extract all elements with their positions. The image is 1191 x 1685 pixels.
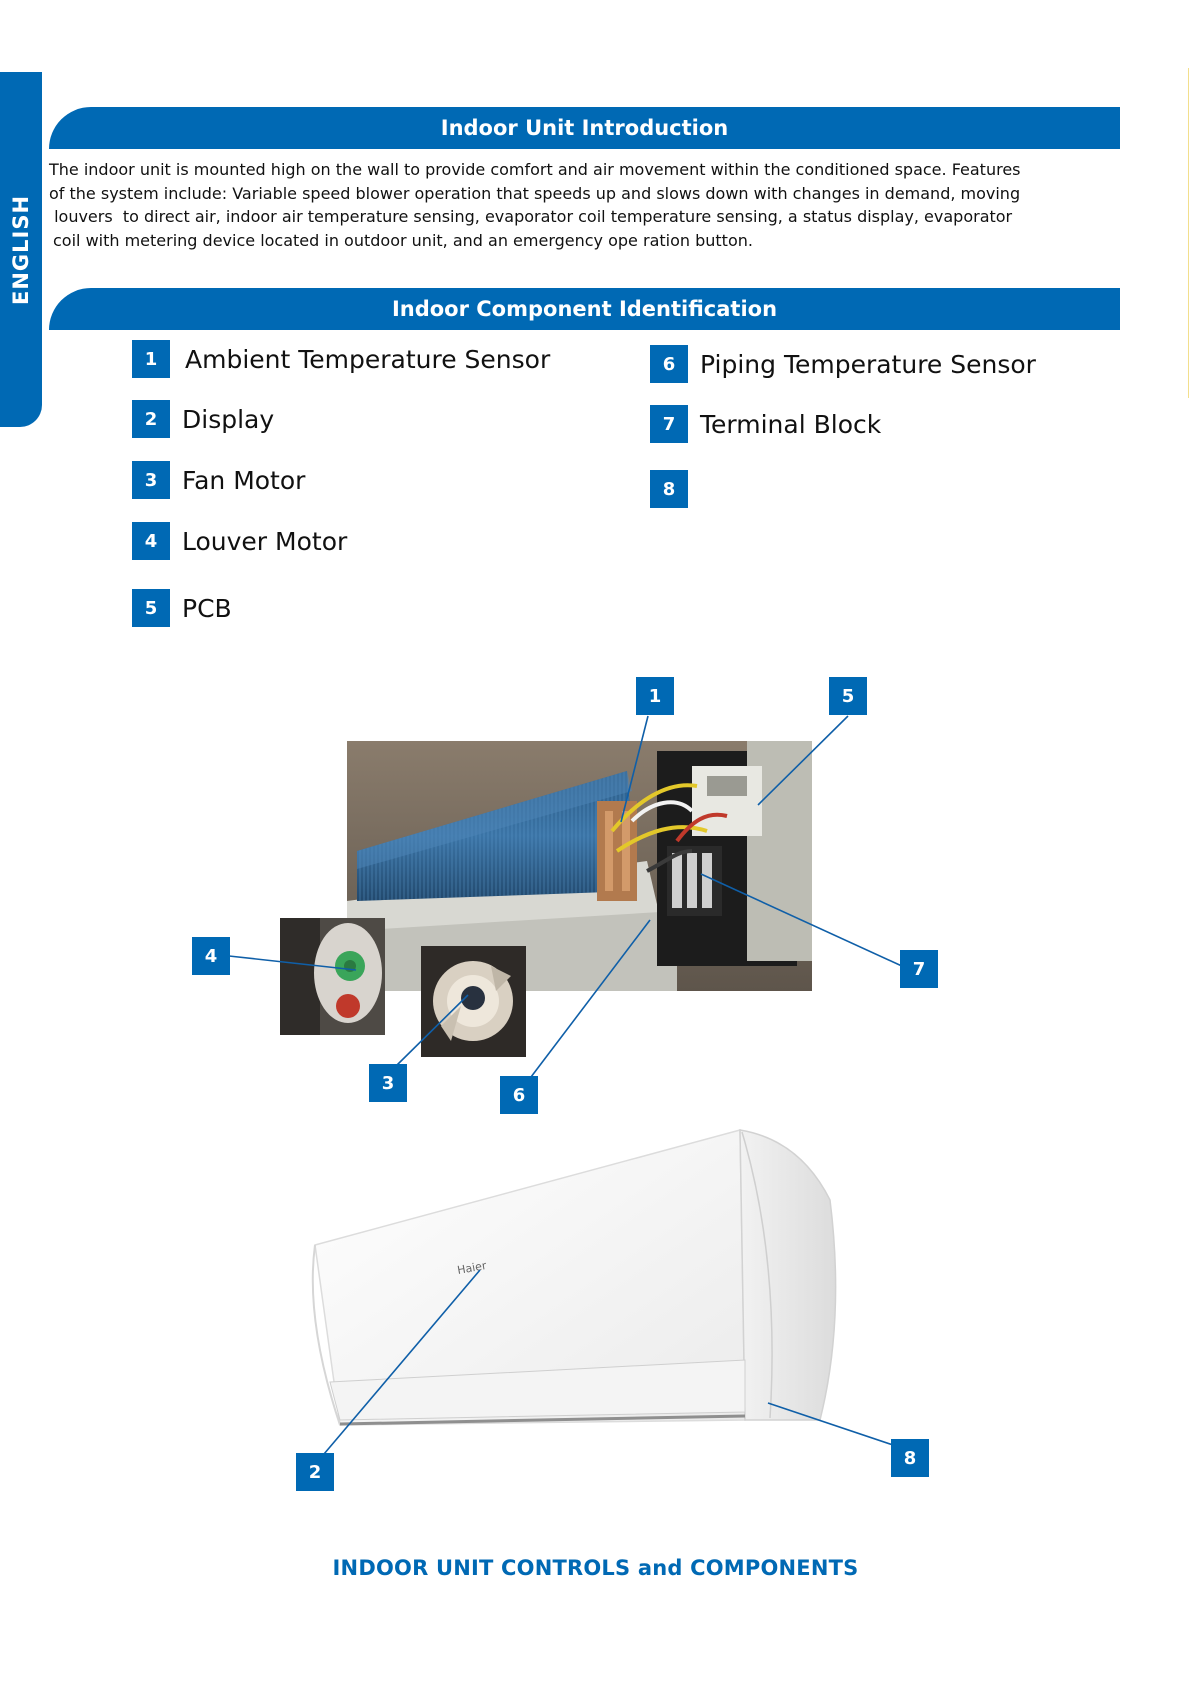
callout-8: 8 <box>891 1439 929 1477</box>
language-tab: ENGLISH <box>0 72 42 427</box>
callout-3: 3 <box>369 1064 407 1102</box>
component-label: Terminal Block <box>700 409 882 439</box>
fan-motor-photo <box>421 946 526 1057</box>
figure-caption: INDOOR UNIT CONTROLS and COMPONENTS <box>332 1556 859 1580</box>
callout-6: 6 <box>500 1076 538 1114</box>
component-number: 6 <box>650 345 688 383</box>
intro-line: coil with metering device located in out… <box>53 230 753 250</box>
callout-1: 1 <box>636 677 674 715</box>
component-label: Fan Motor <box>182 465 306 495</box>
indoor-unit-exterior-photo: Haier <box>300 1120 845 1440</box>
component-item-4: 4 Louver Motor <box>132 522 347 560</box>
component-number: 8 <box>650 470 688 508</box>
callout-5: 5 <box>829 677 867 715</box>
callout-7: 7 <box>900 950 938 988</box>
component-item-5: 5 PCB <box>132 589 232 627</box>
callout-4: 4 <box>192 937 230 975</box>
component-number: 5 <box>132 589 170 627</box>
component-item-7: 7 Terminal Block <box>650 405 881 443</box>
brand-logo: Haier <box>456 1259 488 1277</box>
component-label: Display <box>182 404 275 434</box>
component-item-3: 3 Fan Motor <box>132 461 305 499</box>
louver-motor-photo <box>280 918 385 1035</box>
component-label: PCB <box>182 593 232 623</box>
component-number: 2 <box>132 400 170 438</box>
component-item-6: 6 Piping Temperature Sensor <box>650 345 1036 383</box>
section-title-components: Indoor Component Identification <box>391 297 778 321</box>
component-item-8: 8 <box>650 470 700 508</box>
component-item-2: 2 Display <box>132 400 274 438</box>
component-number: 7 <box>650 405 688 443</box>
intro-line: of the system include: Variable speed bl… <box>49 183 1021 203</box>
callout-2: 2 <box>296 1453 334 1491</box>
page-edge-line <box>1188 68 1189 398</box>
intro-line: louvers to direct air, indoor air temper… <box>49 207 1013 226</box>
section-header-components: Indoor Component Identification <box>49 288 1120 330</box>
component-label: Piping Temperature Sensor <box>700 349 1036 379</box>
component-item-1: 1 Ambient Temperature Sensor <box>132 340 550 378</box>
component-label: Louver Motor <box>182 526 348 556</box>
component-label: Ambient Temperature Sensor <box>185 344 551 374</box>
component-number: 1 <box>132 340 170 378</box>
intro-paragraph: The indoor unit is mounted high on the w… <box>49 158 1089 252</box>
section-header-intro: Indoor Unit Introduction <box>49 107 1120 149</box>
section-title-intro: Indoor Unit Introduction <box>440 116 729 140</box>
component-number: 4 <box>132 522 170 560</box>
intro-line: The indoor unit is mounted high on the w… <box>49 160 1021 179</box>
component-number: 3 <box>132 461 170 499</box>
